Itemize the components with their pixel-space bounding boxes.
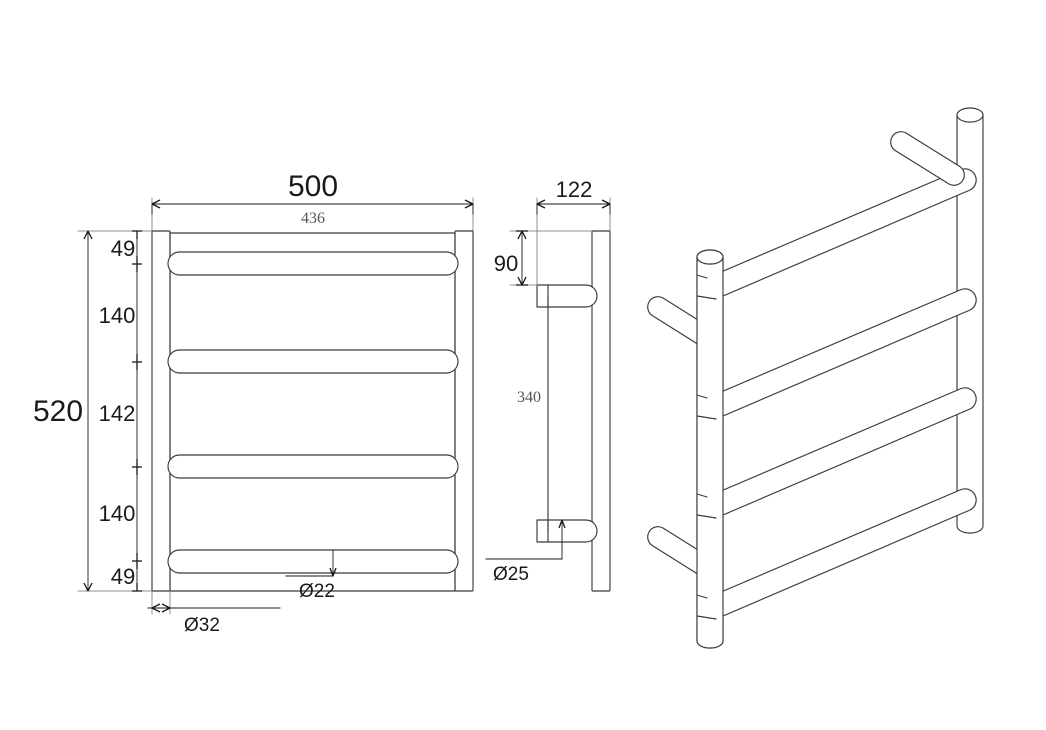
side-view: 122 90 340 xyxy=(485,177,611,592)
dimension-post-diameter: Ø32 xyxy=(147,590,281,636)
dimension-side-depth-122: 122 xyxy=(536,177,611,286)
iso-rail-stubs-left xyxy=(696,274,717,620)
front-rail-3 xyxy=(167,454,459,479)
dimension-side-span-340: 340 xyxy=(517,389,541,406)
dimension-width-500: 500 436 xyxy=(151,170,474,232)
dim-label-segment-5: 49 xyxy=(111,564,135,589)
dim-label-side-depth: 122 xyxy=(556,177,593,202)
iso-rail-4 xyxy=(699,488,977,621)
dim-label-post-diameter: Ø32 xyxy=(184,615,220,636)
front-rail-4 xyxy=(167,549,459,574)
isometric-view xyxy=(647,107,984,649)
side-post xyxy=(591,230,611,592)
dim-label-segment-1: 49 xyxy=(111,236,135,261)
dim-label-rail-diameter: Ø22 xyxy=(299,581,335,602)
front-panel-body xyxy=(169,232,456,592)
front-rail-1 xyxy=(167,251,459,276)
front-right-post xyxy=(454,230,474,592)
side-upper-bracket xyxy=(536,284,598,308)
iso-bracket-top-right xyxy=(890,131,965,186)
dimension-segment-chain: 49 140 142 140 49 xyxy=(99,230,142,592)
dim-label-bracket-diameter: Ø25 xyxy=(493,564,529,585)
side-lower-bracket xyxy=(536,519,598,543)
iso-rail-1 xyxy=(699,168,977,301)
dimension-rail-diameter: Ø22 xyxy=(285,549,337,602)
front-view: 500 436 520 xyxy=(33,170,474,636)
dim-label-overall-height: 520 xyxy=(33,395,83,428)
dimension-height-520: 520 xyxy=(33,230,153,592)
dimension-side-offset-90: 90 xyxy=(494,230,593,286)
front-left-post xyxy=(151,230,171,592)
dim-label-segment-2: 140 xyxy=(99,303,136,328)
front-rail-2 xyxy=(167,349,459,374)
dim-label-side-offset: 90 xyxy=(494,251,518,276)
dim-label-overall-width: 500 xyxy=(288,170,338,203)
dim-label-segment-4: 140 xyxy=(99,501,136,526)
iso-post-right xyxy=(956,107,984,534)
dim-label-inner-width: 436 xyxy=(301,210,325,227)
dimension-bracket-diameter: Ø25 xyxy=(485,519,566,585)
dim-label-segment-3: 142 xyxy=(99,401,136,426)
iso-post-left-overlay xyxy=(696,249,724,649)
dim-label-bracket-span: 340 xyxy=(517,389,541,406)
